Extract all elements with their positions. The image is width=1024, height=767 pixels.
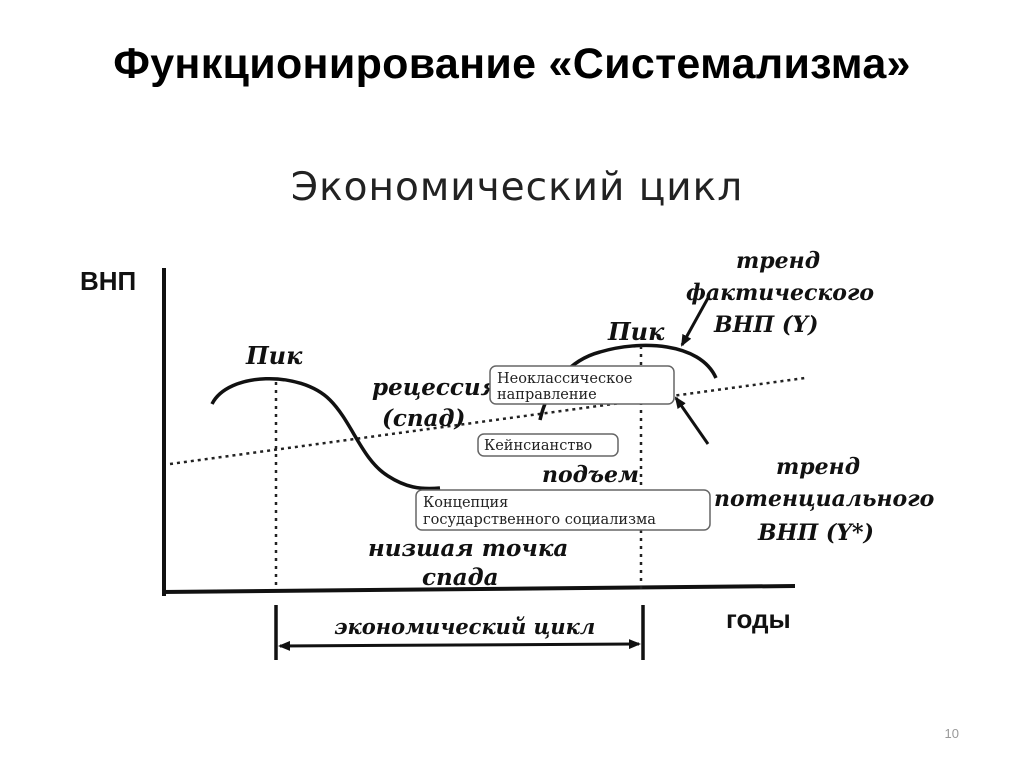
- potential-gnp-trend-line: [169, 376, 806, 466]
- x-axis-label: годы: [726, 604, 791, 634]
- trend-actual-arrow: [680, 297, 710, 347]
- neoclassical-box-line1: Неоклассическое: [497, 371, 632, 387]
- trough-label-2: спада: [422, 564, 499, 591]
- trough-label: низшая точка: [368, 535, 568, 562]
- state-socialism-box-line2: государственного социализма: [423, 512, 656, 528]
- peak-right-label: Пик: [607, 317, 665, 346]
- rise-label: подъем: [542, 462, 639, 488]
- recession-paren-label: (спад): [382, 405, 465, 432]
- recession-label: рецессия: [372, 374, 499, 401]
- cycle-label: экономический цикл: [334, 614, 595, 639]
- trend-potential-label: тренд: [776, 454, 860, 480]
- trend-potential-label-3: ВНП (Y*): [757, 520, 874, 546]
- trend-actual-label: тренд: [736, 248, 820, 274]
- neoclassical-box-line2: направление: [497, 387, 597, 403]
- diagram-title: Экономический цикл: [290, 165, 744, 210]
- y-axis-label: ВНП: [80, 266, 136, 296]
- trend-actual-label-2: фактического: [686, 280, 874, 306]
- state-socialism-box-line1: Концепция: [423, 495, 508, 511]
- actual-gnp-curve: [210, 376, 441, 491]
- x-axis: [161, 584, 796, 594]
- peak-left-label: Пик: [245, 341, 303, 370]
- page-number: 10: [944, 726, 959, 741]
- keynesianism-box: [477, 433, 619, 457]
- trend-potential-arrow: [674, 396, 710, 445]
- state-socialism-box: [415, 489, 711, 531]
- cycle-double-arrow: [278, 639, 641, 651]
- slide-title: Функционирование «Системализма»: [113, 40, 911, 88]
- keynesianism-box-text: Кейнсианство: [484, 438, 592, 454]
- trend-potential-label-2: потенциального: [714, 486, 934, 512]
- trend-actual-label-3: ВНП (Y): [713, 312, 818, 338]
- neoclassical-box: [489, 365, 675, 405]
